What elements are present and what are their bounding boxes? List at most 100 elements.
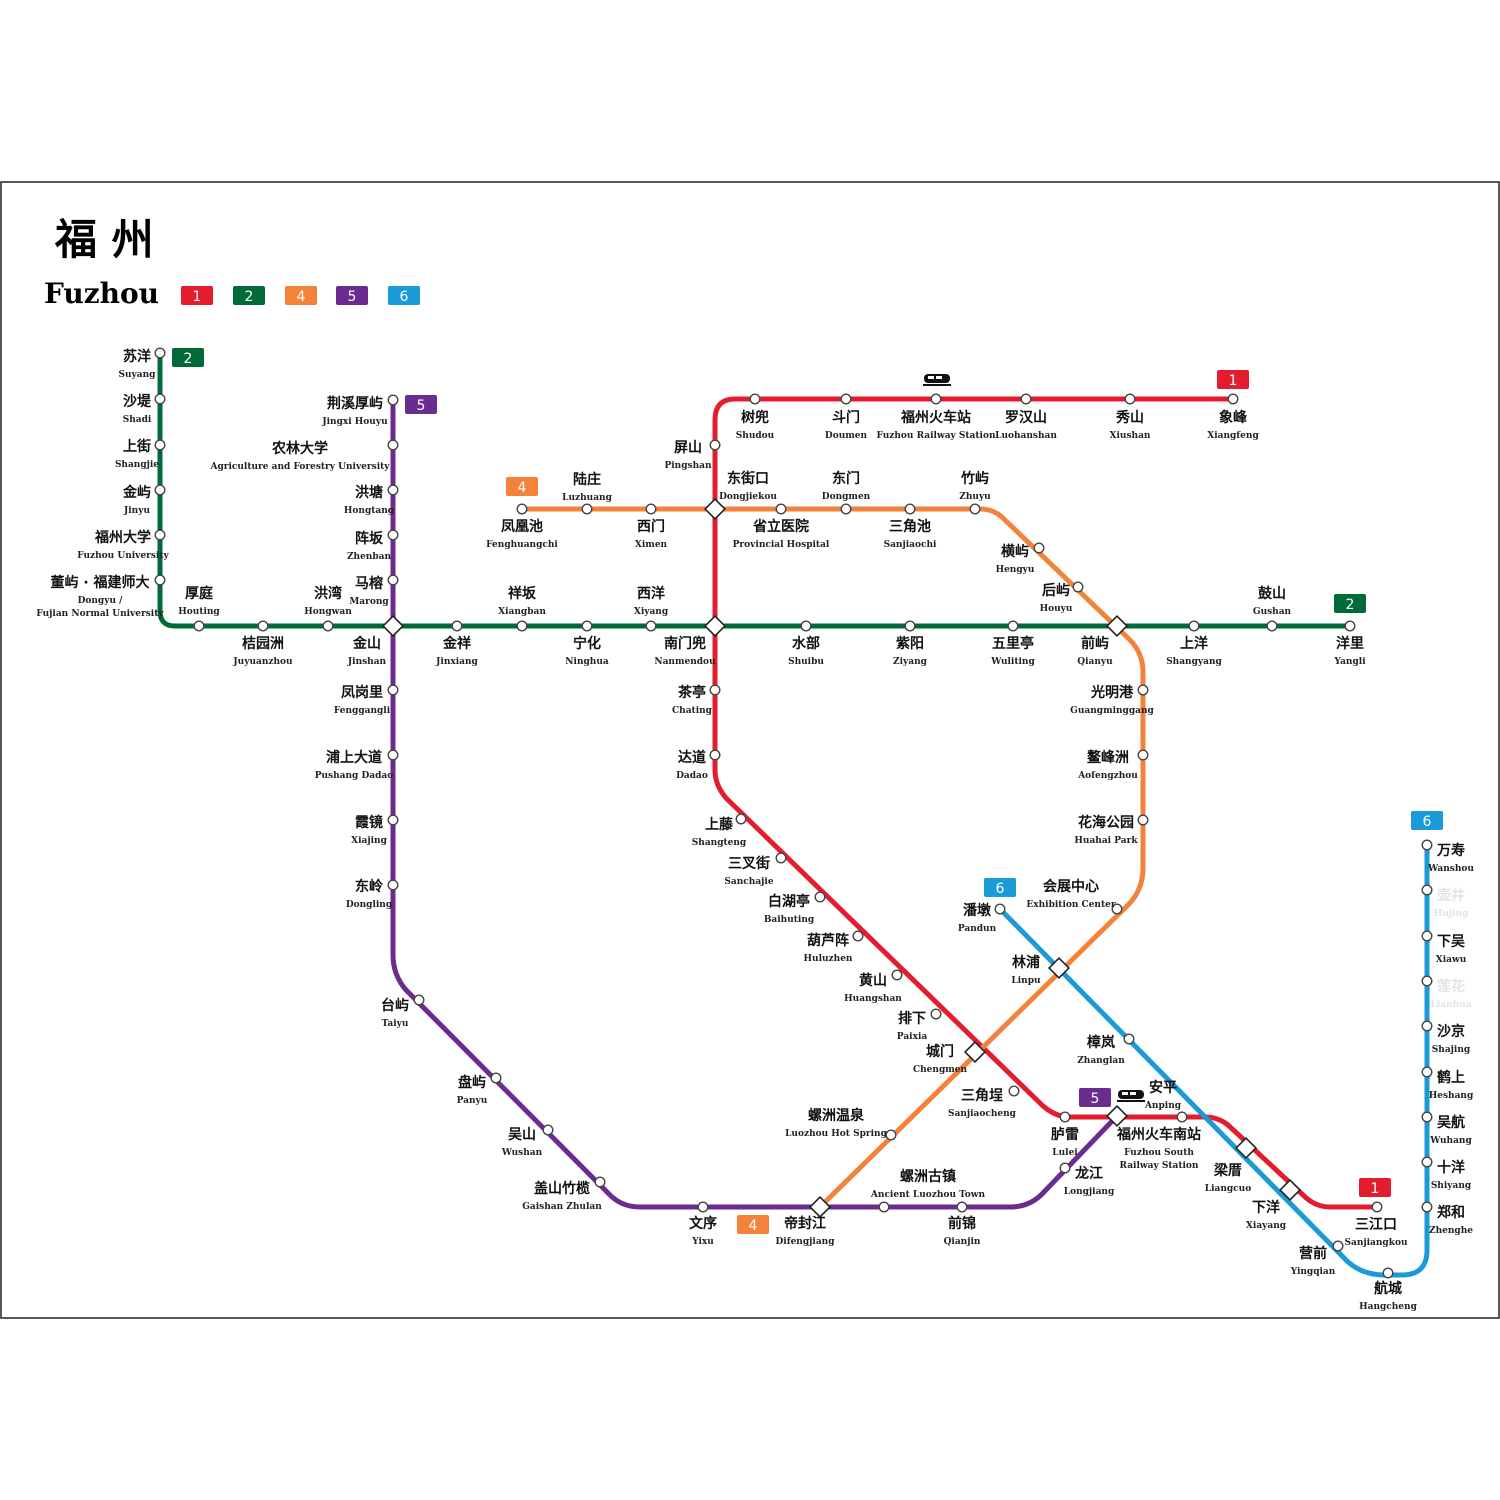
station-marker[interactable] <box>1421 1066 1433 1078</box>
station-marker[interactable] <box>1421 930 1433 942</box>
station-marker[interactable] <box>735 813 747 825</box>
station-marker[interactable] <box>1111 903 1123 915</box>
station-marker[interactable] <box>1421 1111 1433 1123</box>
station-marker[interactable] <box>542 1124 554 1136</box>
station-marker[interactable] <box>1137 684 1149 696</box>
station-marker[interactable] <box>891 969 903 981</box>
station-marker[interactable] <box>1137 749 1149 761</box>
station-marker[interactable] <box>956 1201 968 1213</box>
station-marker[interactable] <box>1020 393 1032 405</box>
station-marker[interactable] <box>413 994 425 1006</box>
station-marker[interactable] <box>193 620 205 632</box>
station-marker[interactable] <box>387 439 399 451</box>
interchange-marker[interactable] <box>381 614 405 638</box>
interchange-marker[interactable] <box>1047 956 1071 980</box>
interchange-marker[interactable] <box>808 1195 832 1219</box>
station-marker[interactable] <box>1421 1020 1433 1032</box>
station-marker[interactable] <box>775 852 787 864</box>
station-marker[interactable] <box>885 1129 897 1141</box>
station-marker[interactable] <box>904 503 916 515</box>
station-marker[interactable] <box>1123 1033 1135 1045</box>
station-marker[interactable] <box>645 620 657 632</box>
station-marker[interactable] <box>1188 620 1200 632</box>
station-marker[interactable] <box>1382 1267 1394 1279</box>
station-marker[interactable] <box>387 529 399 541</box>
interchange-marker[interactable] <box>963 1040 987 1064</box>
station-marker[interactable] <box>1059 1111 1071 1123</box>
svg-text:2: 2 <box>184 351 193 367</box>
station-marker[interactable] <box>516 503 528 515</box>
station-name-en: Pushang Dadao <box>315 771 394 781</box>
station-marker[interactable] <box>840 503 852 515</box>
station-name-en: Zhenban <box>347 552 392 562</box>
station-marker[interactable] <box>581 503 593 515</box>
interchange-marker[interactable] <box>703 614 727 638</box>
station-marker[interactable] <box>387 394 399 406</box>
station-marker[interactable] <box>1227 393 1239 405</box>
station-marker[interactable] <box>1137 814 1149 826</box>
station-marker[interactable] <box>800 620 812 632</box>
station-marker[interactable] <box>969 503 981 515</box>
station-marker[interactable] <box>1059 1162 1071 1174</box>
station-marker[interactable] <box>709 439 721 451</box>
legend-label: 5 <box>348 289 357 305</box>
station-marker[interactable] <box>387 879 399 891</box>
station-marker[interactable] <box>1176 1111 1188 1123</box>
station-marker[interactable] <box>154 393 166 405</box>
station-marker[interactable] <box>697 1201 709 1213</box>
interchange-marker[interactable] <box>1105 614 1129 638</box>
station-marker[interactable] <box>904 620 916 632</box>
station-marker[interactable] <box>257 620 269 632</box>
station-marker[interactable] <box>1033 542 1045 554</box>
station-marker[interactable] <box>1421 839 1433 851</box>
station-name-en: Dongmen <box>822 492 871 502</box>
station-marker[interactable] <box>490 1072 502 1084</box>
station-marker[interactable] <box>451 620 463 632</box>
station-labels: 苏洋Suyang沙堤Shadi上街Shangjie金屿Jinyu福州大学Fuzh… <box>36 348 1474 1312</box>
station-marker[interactable] <box>840 393 852 405</box>
station-marker[interactable] <box>709 684 721 696</box>
station-marker[interactable] <box>154 439 166 451</box>
station-marker[interactable] <box>387 684 399 696</box>
station-marker[interactable] <box>709 749 721 761</box>
station-marker[interactable] <box>749 393 761 405</box>
station-marker[interactable] <box>387 749 399 761</box>
station-marker[interactable] <box>154 529 166 541</box>
station-marker[interactable] <box>154 347 166 359</box>
station-marker[interactable] <box>1266 620 1278 632</box>
interchange-marker[interactable] <box>703 497 727 521</box>
interchange-marker[interactable] <box>1234 1136 1258 1160</box>
station-marker[interactable] <box>387 814 399 826</box>
station-marker[interactable] <box>1008 1085 1020 1097</box>
station-marker[interactable] <box>814 891 826 903</box>
station-marker[interactable] <box>1072 581 1084 593</box>
station-marker[interactable] <box>1421 975 1433 987</box>
station-marker[interactable] <box>1421 884 1433 896</box>
station-marker[interactable] <box>1344 620 1356 632</box>
station-marker[interactable] <box>1421 1201 1433 1213</box>
station-marker[interactable] <box>322 620 334 632</box>
station-marker[interactable] <box>594 1176 606 1188</box>
station-marker[interactable] <box>1371 1201 1383 1213</box>
station-marker[interactable] <box>852 930 864 942</box>
station-marker[interactable] <box>994 903 1006 915</box>
station-marker[interactable] <box>1007 620 1019 632</box>
station-marker[interactable] <box>1124 393 1136 405</box>
station-marker[interactable] <box>387 574 399 586</box>
station-marker[interactable] <box>154 574 166 586</box>
station-marker[interactable] <box>645 503 657 515</box>
station-marker[interactable] <box>154 484 166 496</box>
station-marker[interactable] <box>930 393 942 405</box>
station-marker[interactable] <box>930 1008 942 1020</box>
station-marker[interactable] <box>775 503 787 515</box>
station-marker[interactable] <box>1332 1240 1344 1252</box>
station-marker[interactable] <box>387 484 399 496</box>
interchange-marker[interactable] <box>1278 1178 1302 1202</box>
station-marker[interactable] <box>516 620 528 632</box>
station-marker[interactable] <box>878 1201 890 1213</box>
station-marker[interactable] <box>1421 1156 1433 1168</box>
station-marker[interactable] <box>581 620 593 632</box>
interchange-marker[interactable] <box>1105 1104 1129 1128</box>
